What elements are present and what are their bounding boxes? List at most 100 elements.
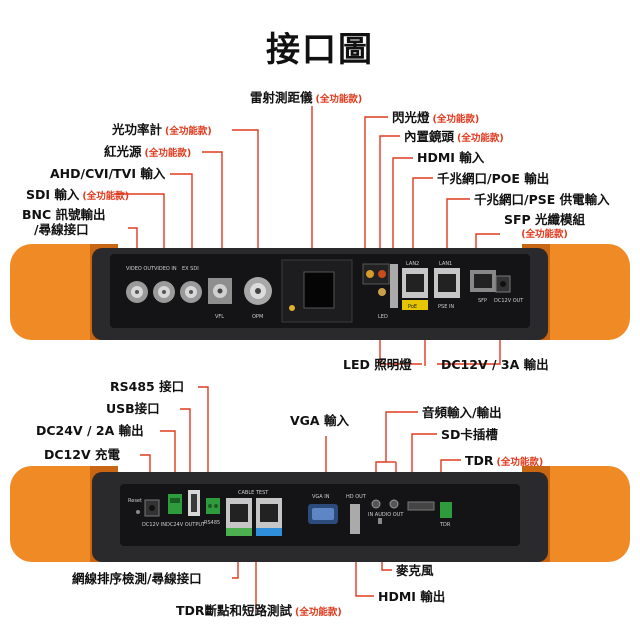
label-audio: 音頻輸入/輸出 <box>422 405 502 420</box>
label-tdr-break-text: TDR斷點和短路測試 <box>176 603 293 618</box>
cable-test-port-blue <box>256 498 282 536</box>
device-bottom-panel: Reset DC12V IN DC24V OUTPUT RS485 CABLE … <box>10 466 630 562</box>
full-tag: (全功能款) <box>315 94 363 105</box>
panel-text-vfl: VFL <box>215 314 224 320</box>
label-ahd-text: AHD/CVI/TVI 輸入 <box>50 166 166 181</box>
microphone-hole <box>378 518 382 524</box>
label-usb: USB接口 <box>106 401 160 416</box>
lan1-pse-port <box>434 268 460 298</box>
panel-text-tdr: TDR <box>439 522 451 528</box>
flash-window <box>362 263 390 285</box>
label-rs485-text: RS485 接口 <box>110 379 185 394</box>
label-dc24v: DC24V / 2A 輸出 <box>36 423 144 438</box>
lan2-poe-port <box>402 268 428 310</box>
device-top-panel: VIDEO OUT VIDEO IN EX SDI VFL OPM LAN2 L… <box>10 244 630 340</box>
dc12v-out-jack <box>495 275 511 293</box>
laser-rangefinder-window <box>281 259 353 323</box>
label-bnc-output: BNC 訊號輸出 /尋線接口 <box>22 207 106 237</box>
sfp-module-slot <box>470 270 496 292</box>
label-hdmi-out-text: HDMI 輸出 <box>378 589 446 604</box>
label-vga-text: VGA 輸入 <box>290 413 349 428</box>
label-dc12v-3a: DC12V / 3A 輸出 <box>441 357 549 372</box>
panel-text-opm: OPM <box>252 314 263 320</box>
audio-in-jack <box>371 499 381 509</box>
label-dc12-charge-text: DC12V 充電 <box>44 447 120 462</box>
label-tdr-break: TDR斷點和短路測試(全功能款) <box>176 603 342 620</box>
label-sd-text: SD卡插槽 <box>441 427 498 442</box>
panel-text-dc24v-out: DC24V OUTPUT <box>166 522 206 528</box>
panel-text-reset: Reset <box>128 498 142 504</box>
vfl-connector <box>208 278 232 304</box>
led-icon <box>378 270 386 278</box>
panel-text-dc12v-in: DC12V IN <box>142 522 166 528</box>
label-gige-pse: 千兆網口/PSE 供電輸入 <box>474 192 610 207</box>
label-audio-text: 音頻輸入/輸出 <box>422 405 502 420</box>
panel-text-sfp: SFP <box>478 298 487 304</box>
label-tdr: TDR(全功能款) <box>465 453 543 470</box>
panel-text-dc12v-out: DC12V OUT <box>494 298 524 304</box>
label-flash: 閃光燈(全功能款) <box>392 110 479 127</box>
hdmi-in-port <box>390 264 398 308</box>
hdmi-out-port <box>350 504 360 534</box>
vga-in-port <box>308 504 338 524</box>
audio-out-jack <box>389 499 399 509</box>
panel-text-pse-in: PSE IN <box>438 304 454 310</box>
panel-text-cable-test: CABLE TEST <box>238 490 269 496</box>
label-red-light: 紅光源(全功能款) <box>104 144 191 161</box>
tdr-terminal <box>440 502 452 518</box>
label-gige-poe-text: 千兆網口/POE 輸出 <box>437 171 550 186</box>
label-cable-test: 網線排序檢測/尋線接口 <box>72 571 202 586</box>
label-sd-card: SD卡插槽 <box>441 427 498 442</box>
full-tag: (全功能款) <box>496 457 544 468</box>
panel-text-hd-out: HD OUT <box>346 494 367 500</box>
label-microphone: 麥克風 <box>396 563 434 578</box>
panel-text-rs485: RS485 <box>204 520 220 526</box>
label-gige-poe: 千兆網口/POE 輸出 <box>437 171 549 186</box>
label-camera: 內置鏡頭(全功能款) <box>404 129 504 146</box>
label-bnc-line1: BNC 訊號輸出 <box>22 207 106 222</box>
label-mic-text: 麥克風 <box>396 563 434 578</box>
label-power-meter: 光功率計(全功能款) <box>112 122 212 139</box>
label-bnc-line2: /尋線接口 <box>34 222 89 237</box>
dc24v-terminal <box>168 494 182 514</box>
label-usb-text: USB接口 <box>106 401 160 416</box>
label-dc12v-charge: DC12V 充電 <box>44 447 120 462</box>
label-ahd-input: AHD/CVI/TVI 輸入 <box>50 166 165 181</box>
page-title: 接口圖 <box>266 30 374 70</box>
full-tag: (全功能款) <box>165 126 212 137</box>
label-dc24-text: DC24V / 2A 輸出 <box>36 423 144 438</box>
panel-text-led: LED <box>378 314 388 320</box>
label-cable-test-text: 網線排序檢測/尋線接口 <box>72 571 202 586</box>
label-power-meter-text: 光功率計 <box>112 122 163 137</box>
full-tag: (全功能款) <box>82 191 130 202</box>
dc12v-in-jack <box>144 499 160 517</box>
label-hdmi-in-text: HDMI 輸入 <box>417 150 485 165</box>
full-tag: (全功能款) <box>432 114 480 125</box>
full-tag: (全功能款) <box>295 607 342 618</box>
label-red-light-text: 紅光源 <box>104 144 142 159</box>
label-led-light: LED 照明燈 <box>343 357 412 372</box>
bnc-video-out-connector <box>126 281 148 303</box>
cable-test-port-green <box>226 498 252 536</box>
label-laser-text: 雷射測距儀 <box>250 90 313 105</box>
flash-icon <box>366 270 374 278</box>
panel-text-vga-in: VGA IN <box>312 494 330 500</box>
label-sdi-input: SDI 輸入(全功能款) <box>26 187 129 204</box>
label-tdr-text: TDR <box>465 453 494 468</box>
usb-port-inner <box>191 494 197 512</box>
label-camera-text: 內置鏡頭 <box>404 129 455 144</box>
bnc-video-in-connector <box>153 281 175 303</box>
label-sfp: SFP 光纖模組 (全功能款) <box>504 212 585 242</box>
camera-lens <box>378 288 386 296</box>
label-gige-pse-text: 千兆網口/PSE 供電輸入 <box>474 192 610 207</box>
rs485-terminal <box>206 498 220 514</box>
label-dc12-3a-text: DC12V / 3A 輸出 <box>441 357 549 372</box>
reset-hole <box>136 510 140 514</box>
label-sfp-text: SFP 光纖模組 <box>504 212 586 227</box>
bnc-ex-sdi-connector <box>180 281 202 303</box>
full-tag: (全功能款) <box>457 133 504 144</box>
full-tag: (全功能款) <box>521 229 568 240</box>
label-led-text: LED 照明燈 <box>343 357 412 372</box>
panel-text-lan1: LAN1 <box>439 261 452 267</box>
label-hdmi-input: HDMI 輸入 <box>417 150 484 165</box>
